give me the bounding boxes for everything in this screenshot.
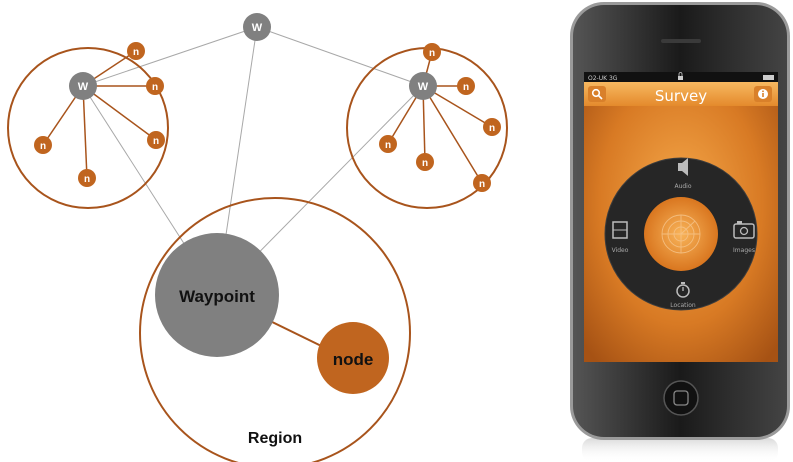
waypoint-right-label: W bbox=[418, 81, 429, 93]
node-small: n bbox=[483, 118, 501, 136]
node-main: node bbox=[317, 322, 389, 394]
waypoint-left: W bbox=[69, 72, 97, 100]
node-small-label: n bbox=[153, 136, 159, 147]
node-small-label: n bbox=[479, 179, 485, 190]
node-small: n bbox=[127, 42, 145, 60]
right-nodes: n n n n n n bbox=[379, 43, 501, 192]
waypoint-right: W bbox=[409, 72, 437, 100]
home-icon bbox=[673, 390, 689, 406]
node-small: n bbox=[146, 77, 164, 95]
right-node-links bbox=[387, 51, 493, 184]
node-small-label: n bbox=[40, 141, 46, 152]
node-small: n bbox=[147, 131, 165, 149]
menu-video[interactable]: Video bbox=[612, 221, 629, 254]
radar-icon bbox=[661, 214, 701, 254]
waypoint-left-label: W bbox=[78, 81, 89, 93]
left-node-links bbox=[42, 50, 157, 179]
node-small-label: n bbox=[489, 123, 495, 134]
status-bar: O2-UK 3G bbox=[584, 72, 778, 82]
node-small-label: n bbox=[152, 82, 158, 93]
link-top-right bbox=[256, 26, 424, 87]
carrier-label: O2-UK 3G bbox=[588, 75, 618, 82]
node-small-label: n bbox=[463, 82, 469, 93]
menu-images[interactable]: Images bbox=[733, 221, 755, 254]
menu-audio[interactable]: Audio bbox=[674, 158, 692, 190]
phone-speaker bbox=[661, 39, 701, 43]
region-label: Region bbox=[248, 430, 302, 447]
menu-location-label: Location bbox=[670, 302, 696, 309]
center-button[interactable] bbox=[644, 197, 718, 271]
link-top-left bbox=[82, 26, 258, 87]
film-icon bbox=[612, 221, 628, 239]
camera-icon bbox=[733, 221, 755, 239]
left-nodes: n n n n n bbox=[34, 42, 165, 187]
app-header: Survey bbox=[584, 82, 778, 106]
node-small: n bbox=[416, 153, 434, 171]
info-button[interactable] bbox=[754, 86, 772, 102]
menu-video-label: Video bbox=[612, 247, 629, 254]
app-title: Survey bbox=[655, 87, 707, 105]
battery-icon bbox=[763, 75, 774, 80]
phone-reflection bbox=[582, 438, 778, 462]
search-button[interactable] bbox=[588, 86, 606, 102]
waypoint-main-label: Waypoint bbox=[179, 287, 255, 306]
left-region-circle bbox=[7, 47, 169, 209]
node-small: n bbox=[423, 43, 441, 61]
waypoint-main: Waypoint bbox=[155, 233, 279, 357]
node-main-label: node bbox=[333, 350, 374, 369]
waypoint-top: W bbox=[243, 13, 271, 41]
speaker-icon bbox=[678, 158, 688, 176]
node-small: n bbox=[78, 169, 96, 187]
node-small: n bbox=[473, 174, 491, 192]
home-button[interactable] bbox=[663, 380, 699, 416]
node-small-label: n bbox=[84, 174, 90, 185]
node-small-label: n bbox=[429, 48, 435, 59]
phone-mockup: O2-UK 3G Survey Audio bbox=[570, 2, 790, 462]
waypoint-top-label: W bbox=[252, 22, 263, 34]
main-region-circle bbox=[139, 197, 411, 462]
node-small: n bbox=[379, 135, 397, 153]
node-small-label: n bbox=[133, 47, 139, 58]
node-small-label: n bbox=[385, 140, 391, 151]
menu-images-label: Images bbox=[733, 247, 755, 254]
lock-icon bbox=[678, 72, 683, 80]
node-small-label: n bbox=[422, 158, 428, 169]
menu-location[interactable]: Location bbox=[670, 282, 696, 309]
node-small: n bbox=[34, 136, 52, 154]
search-icon bbox=[591, 88, 603, 100]
node-small: n bbox=[457, 77, 475, 95]
menu-audio-label: Audio bbox=[674, 183, 691, 190]
stopwatch-icon bbox=[676, 282, 690, 298]
waypoint-region-diagram: W W W n n n n n n n n n n n Waypoint nod… bbox=[7, 13, 508, 462]
